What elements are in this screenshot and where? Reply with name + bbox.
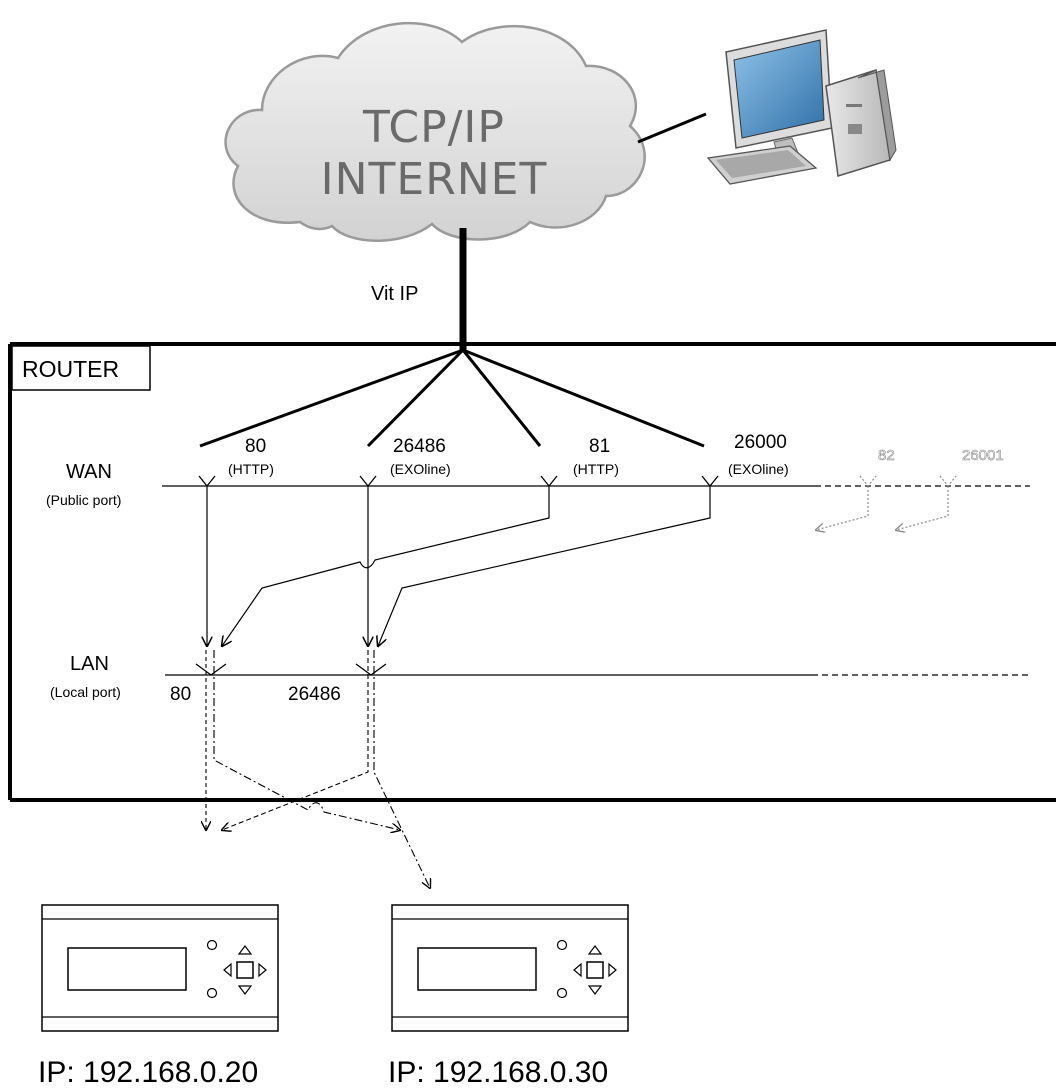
wan-fanout-lines bbox=[199, 348, 705, 448]
wan-label: WAN bbox=[66, 461, 112, 483]
wan-sublabel: (Public port) bbox=[46, 492, 121, 508]
wan-port-ticks-extra bbox=[859, 475, 957, 487]
wan-port-80-protocol: (HTTP) bbox=[228, 461, 274, 477]
lan-sublabel: (Local port) bbox=[50, 684, 121, 700]
device-2-ip: IP: 192.168.0.30 bbox=[388, 1056, 608, 1088]
device-1-ip: IP: 192.168.0.20 bbox=[38, 1056, 258, 1088]
cloud-icon bbox=[224, 21, 646, 242]
port-forward-routes bbox=[207, 486, 711, 646]
wan-port-81-protocol: (HTTP) bbox=[573, 461, 619, 477]
wan-port-ticks bbox=[198, 475, 719, 488]
cloud-title-line1: TCP/IP bbox=[362, 102, 505, 153]
lan-label: LAN bbox=[70, 653, 109, 675]
internet-to-computer-link bbox=[637, 112, 707, 144]
lan-to-device-routes bbox=[206, 650, 430, 888]
controller-device-icon bbox=[391, 904, 629, 1032]
uplink-label: Vit IP bbox=[371, 283, 418, 305]
lan-port-80-number: 80 bbox=[170, 684, 191, 705]
wan-port-26486-protocol: (EXOline) bbox=[390, 461, 451, 477]
cloud-title-line2: INTERNET bbox=[321, 154, 548, 205]
controller-device-icon bbox=[41, 904, 279, 1032]
router-label: ROUTER bbox=[22, 356, 119, 382]
lan-port-ticks bbox=[195, 663, 387, 676]
lan-port-26486-number: 26486 bbox=[288, 684, 341, 705]
router-box bbox=[8, 342, 1056, 802]
wan-port-81-number: 81 bbox=[589, 436, 610, 457]
wan-port-26000-number: 26000 bbox=[734, 432, 787, 453]
extra-port-routes bbox=[816, 486, 949, 530]
wan-port-26000-protocol: (EXOline) bbox=[728, 461, 789, 477]
wan-port-26486-number: 26486 bbox=[393, 436, 446, 457]
wan-port-80-number: 80 bbox=[245, 436, 266, 457]
wan-port-82-number: 82 bbox=[878, 447, 895, 464]
desktop-computer-icon bbox=[706, 29, 897, 185]
wan-port-26001-number: 26001 bbox=[962, 447, 1004, 464]
